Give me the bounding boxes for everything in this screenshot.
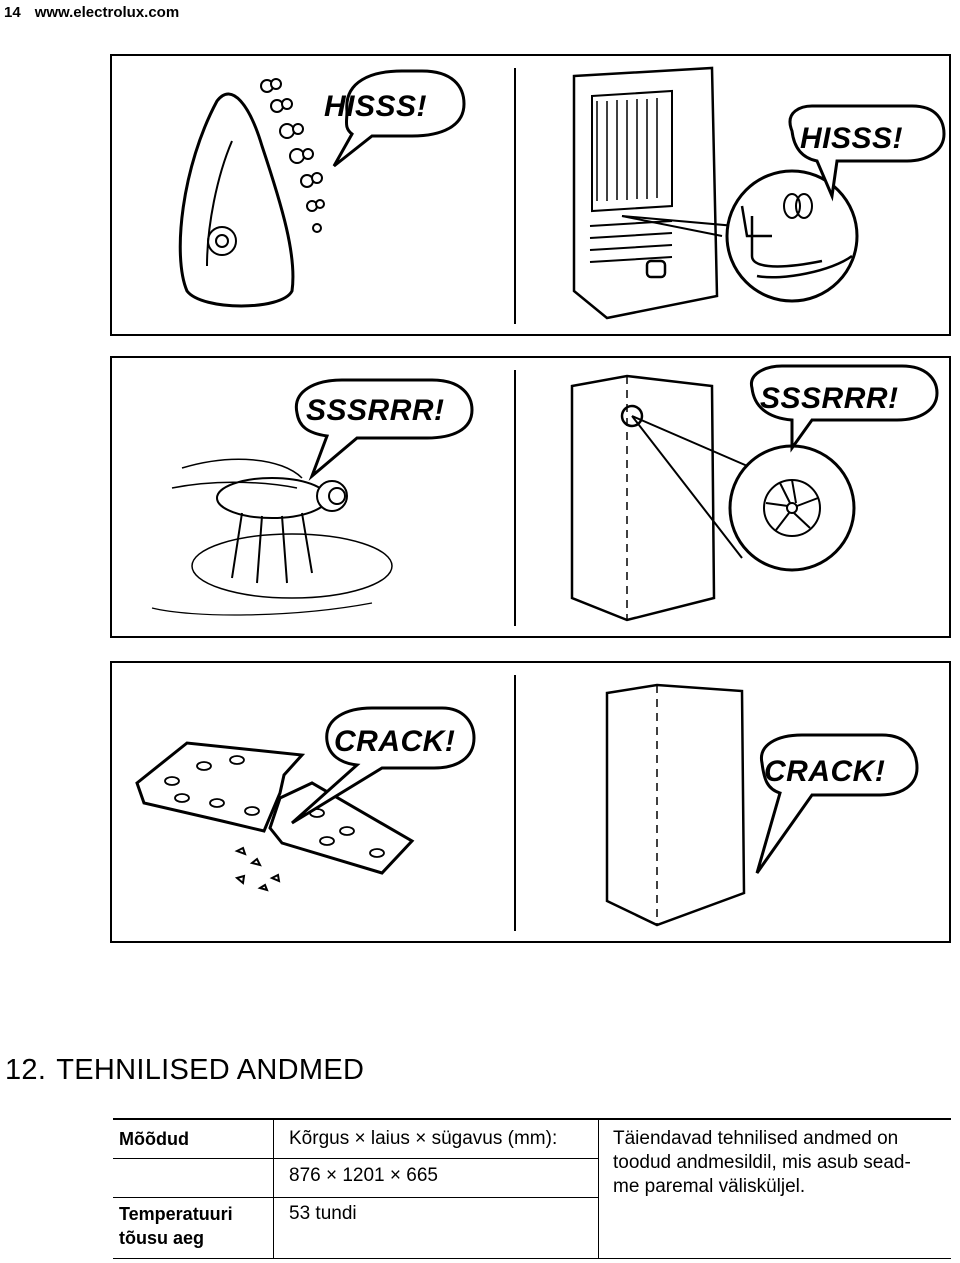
- crumbs: [234, 846, 281, 892]
- section-number: 12.: [5, 1054, 47, 1086]
- bubble-text-right: SSSRRR!: [760, 382, 899, 415]
- section-title: 12. TEHNILISED ANDMED: [5, 1054, 364, 1087]
- bubble-text-left: CRACK!: [334, 725, 455, 758]
- bubble-text-right: CRACK!: [764, 755, 885, 788]
- section-name: TEHNILISED ANDMED: [56, 1054, 365, 1086]
- iron-drawing: [178, 92, 295, 308]
- dimensions-value: 876 × 1201 × 665: [289, 1165, 438, 1186]
- label-temp-rise-line2: tõusu aeg: [119, 1228, 205, 1248]
- temp-rise-value: 53 tundi: [289, 1203, 357, 1224]
- illustration-panel-sssrrr: SSSRRR! SSSRRR!: [110, 356, 951, 638]
- fly-drawing: [151, 458, 393, 616]
- speech-bubble-right: [755, 733, 919, 874]
- speech-bubble-right: [750, 364, 939, 453]
- speech-bubble-right: [788, 104, 946, 202]
- steam-puffs: [260, 78, 325, 233]
- cracker-drawing: [135, 741, 415, 875]
- zoom-circle-coil: [725, 169, 859, 303]
- page-number: 14: [4, 3, 21, 21]
- illustration-panel-hisss: HISSS! HISSS!: [110, 54, 951, 336]
- sssrrr-illustration: SSSRRR! SSSRRR!: [151, 364, 939, 626]
- site-url: www.electrolux.com: [34, 3, 180, 21]
- bubble-text-right: HISSS!: [800, 122, 903, 155]
- note-line3: me paremal välisküljel.: [613, 1176, 806, 1197]
- fridge-back-drawing: [572, 66, 793, 320]
- tech-data-table: Mõõdud Kõrgus × laius × sügavus (mm): 87…: [113, 1118, 951, 1259]
- dimensions-header: Kõrgus × laius × sügavus (mm):: [289, 1128, 558, 1149]
- fridge-drawing: [605, 683, 746, 927]
- crack-illustration: CRACK! CRACK!: [135, 675, 919, 931]
- speech-bubble-left: [332, 69, 466, 168]
- bubble-text-left: HISSS!: [324, 90, 427, 123]
- label-temp-rise-line1: Temperatuuri: [119, 1204, 233, 1224]
- speech-bubble-left: [294, 378, 474, 481]
- label-dimensions: Mõõdud: [119, 1129, 189, 1149]
- speech-bubble-left: [291, 706, 476, 825]
- note-line2: toodud andmesildil, mis asub sead-: [613, 1152, 911, 1173]
- hisss-illustration: HISSS! HISSS!: [178, 66, 946, 324]
- illustration-panel-crack: CRACK! CRACK!: [110, 661, 951, 943]
- fridge-front-drawing: [570, 374, 753, 622]
- page-header: 14 www.electrolux.com: [4, 0, 179, 24]
- zoom-circle-fan: [728, 444, 856, 572]
- note-line1: Täiendavad tehnilised andmed on: [613, 1128, 899, 1149]
- bubble-text-left: SSSRRR!: [306, 394, 445, 427]
